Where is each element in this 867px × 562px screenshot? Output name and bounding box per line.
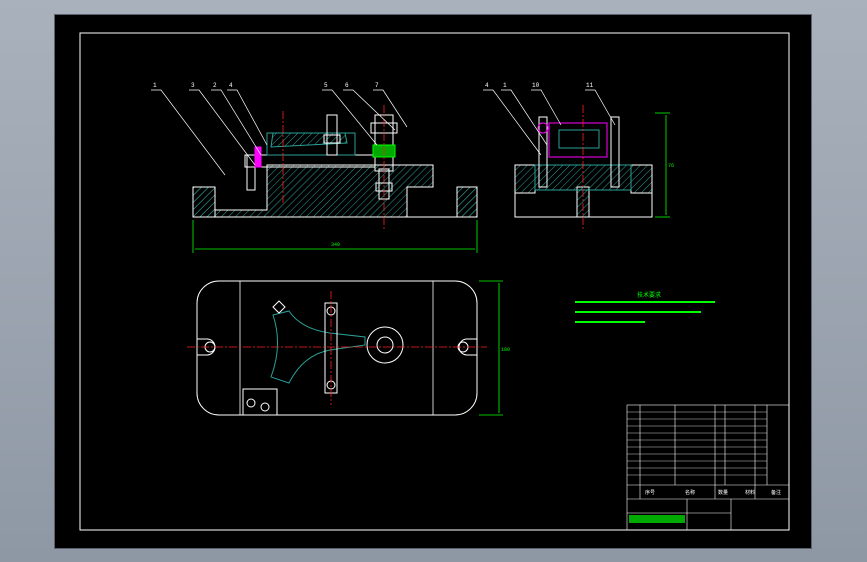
- front-balloon-labels: 1 3 2 4 5 6 7: [153, 82, 379, 89]
- svg-text:4: 4: [485, 82, 489, 89]
- svg-text:2: 2: [213, 82, 217, 89]
- svg-text:180: 180: [501, 347, 510, 353]
- svg-text:数量: 数量: [718, 489, 728, 496]
- svg-text:名称: 名称: [685, 489, 695, 496]
- title-block-labels: 序号 名称 数量 材料 备注: [645, 489, 781, 496]
- svg-text:340: 340: [331, 242, 340, 248]
- svg-text:1: 1: [503, 82, 507, 89]
- svg-text:5: 5: [324, 82, 328, 89]
- drawing-border: [79, 32, 790, 531]
- svg-text:序号: 序号: [645, 489, 655, 496]
- svg-text:10: 10: [532, 82, 540, 89]
- front-balloons: [151, 89, 408, 176]
- svg-text:6: 6: [345, 82, 349, 89]
- svg-text:4: 4: [229, 82, 233, 89]
- side-balloons: [483, 89, 616, 156]
- svg-text:材料: 材料: [745, 489, 755, 496]
- svg-text:备注: 备注: [771, 489, 781, 496]
- title-block: [626, 404, 790, 531]
- side-view: 76: [514, 105, 674, 230]
- front-view: 340: [192, 105, 478, 253]
- drawing-canvas[interactable]: 340 1 3 2 4 5 6 7 76: [55, 15, 813, 550]
- svg-text:11: 11: [586, 82, 594, 89]
- svg-text:技术要求: 技术要求: [637, 291, 661, 299]
- side-balloon-labels: 4 1 10 11: [485, 82, 594, 89]
- svg-text:76: 76: [668, 163, 674, 169]
- svg-text:7: 7: [375, 82, 379, 89]
- cad-viewport[interactable]: 340 1 3 2 4 5 6 7 76: [54, 14, 812, 549]
- title-block-rows: [627, 411, 767, 476]
- svg-text:1: 1: [153, 82, 157, 89]
- top-view: 180: [187, 280, 510, 416]
- technical-notes: 技术要求: [575, 291, 715, 323]
- title-block-green-bar: [629, 515, 685, 523]
- svg-text:3: 3: [191, 82, 195, 89]
